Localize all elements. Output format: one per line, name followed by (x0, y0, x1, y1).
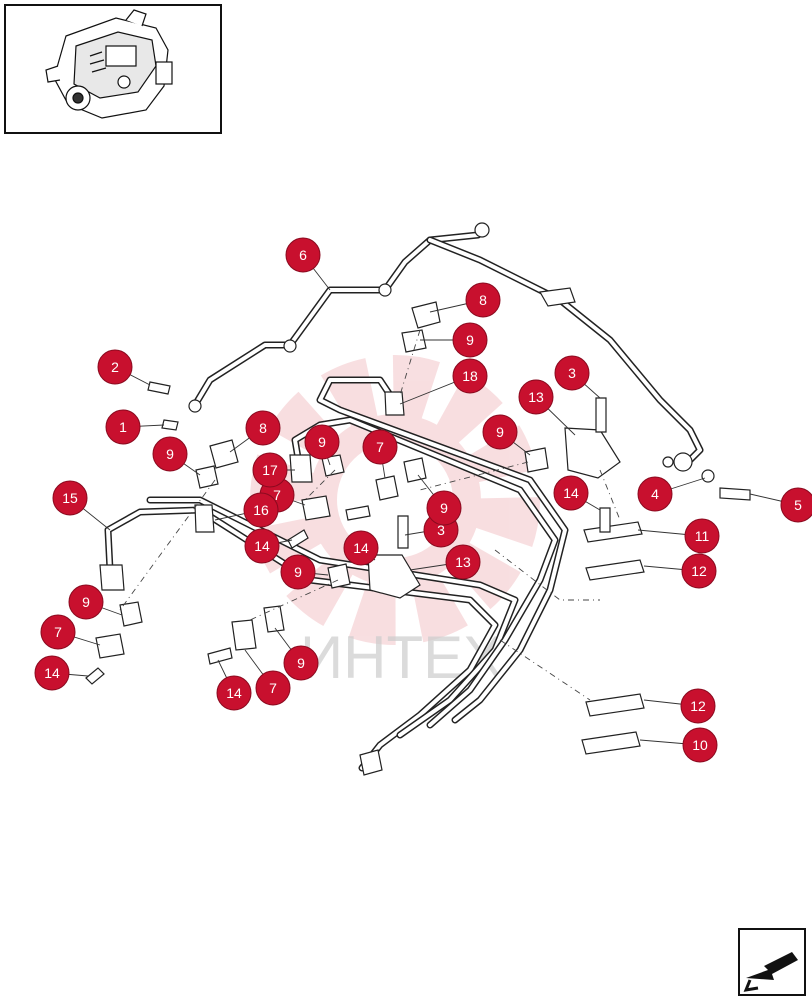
callout-2[interactable]: 2 (97, 349, 133, 385)
svg-text:2: 2 (111, 359, 119, 375)
callout-12[interactable]: 12 (680, 688, 716, 724)
callout-9[interactable]: 9 (280, 554, 316, 590)
callout-16[interactable]: 16 (243, 492, 279, 528)
callout-9[interactable]: 9 (68, 584, 104, 620)
callout-12[interactable]: 12 (681, 553, 717, 589)
svg-text:15: 15 (62, 490, 78, 506)
svg-text:14: 14 (254, 538, 270, 554)
callout-17[interactable]: 17 (252, 452, 288, 488)
svg-text:6: 6 (299, 247, 307, 263)
callout-7[interactable]: 7 (255, 670, 291, 706)
svg-text:7: 7 (269, 680, 277, 696)
callout-9[interactable]: 9 (152, 436, 188, 472)
svg-text:9: 9 (294, 564, 302, 580)
callout-7[interactable]: 7 (40, 614, 76, 650)
svg-text:14: 14 (563, 485, 579, 501)
svg-text:1: 1 (119, 419, 127, 435)
svg-text:4: 4 (651, 486, 659, 502)
svg-text:14: 14 (44, 665, 60, 681)
callout-9[interactable]: 9 (452, 322, 488, 358)
callout-9[interactable]: 9 (426, 490, 462, 526)
watermark-gear-icon (250, 355, 540, 645)
svg-text:9: 9 (297, 655, 305, 671)
callout-13[interactable]: 13 (445, 544, 481, 580)
svg-text:12: 12 (690, 698, 706, 714)
callout-14[interactable]: 14 (244, 528, 280, 564)
callout-15[interactable]: 15 (52, 480, 88, 516)
svg-text:9: 9 (166, 446, 174, 462)
svg-text:9: 9 (496, 424, 504, 440)
callout-14[interactable]: 14 (34, 655, 70, 691)
svg-text:5: 5 (794, 497, 802, 513)
svg-text:3: 3 (437, 522, 445, 538)
back-navigation-button[interactable] (738, 928, 806, 996)
svg-text:18: 18 (462, 368, 478, 384)
callout-14[interactable]: 14 (343, 530, 379, 566)
svg-text:9: 9 (318, 434, 326, 450)
callouts: 1 2 3 3 4 5 6 7 7 7 7 8 8 9 9 9 9 9 9 9 … (34, 237, 812, 763)
svg-text:13: 13 (528, 389, 544, 405)
svg-text:9: 9 (466, 332, 474, 348)
callout-8[interactable]: 8 (245, 410, 281, 446)
svg-text:14: 14 (353, 540, 369, 556)
svg-text:7: 7 (54, 624, 62, 640)
callout-13[interactable]: 13 (518, 379, 554, 415)
callout-8[interactable]: 8 (465, 282, 501, 318)
callout-6[interactable]: 6 (285, 237, 321, 273)
svg-text:14: 14 (226, 685, 242, 701)
leader-lines (51, 254, 799, 746)
callout-9[interactable]: 9 (304, 424, 340, 460)
callout-18[interactable]: 18 (452, 358, 488, 394)
svg-text:10: 10 (692, 737, 708, 753)
svg-text:17: 17 (262, 462, 278, 478)
svg-text:16: 16 (253, 502, 269, 518)
engine-thumbnail[interactable] (4, 4, 222, 134)
callout-1[interactable]: 1 (105, 409, 141, 445)
callout-14[interactable]: 14 (553, 475, 589, 511)
svg-text:7: 7 (376, 439, 384, 455)
svg-text:8: 8 (479, 292, 487, 308)
svg-text:3: 3 (568, 365, 576, 381)
svg-text:11: 11 (695, 528, 710, 544)
svg-text:7: 7 (273, 487, 281, 503)
callout-10[interactable]: 10 (682, 727, 718, 763)
svg-text:13: 13 (455, 554, 471, 570)
callout-9[interactable]: 9 (482, 414, 518, 450)
callout-3[interactable]: 3 (554, 355, 590, 391)
callout-11[interactable]: 11 (684, 518, 720, 554)
watermark-text: ИНТЕХ (300, 624, 503, 691)
bracket-parts (85, 301, 751, 755)
svg-text:9: 9 (82, 594, 90, 610)
callout-4[interactable]: 4 (637, 476, 673, 512)
svg-text:12: 12 (691, 563, 707, 579)
svg-text:9: 9 (440, 500, 448, 516)
svg-text:8: 8 (259, 420, 267, 436)
arrow-back-icon (743, 952, 798, 992)
callout-9[interactable]: 9 (283, 645, 319, 681)
callout-7[interactable]: 7 (362, 429, 398, 465)
callout-14[interactable]: 14 (216, 675, 252, 711)
callout-5[interactable]: 5 (780, 487, 812, 523)
engine-thumbnail-icon (45, 9, 173, 119)
